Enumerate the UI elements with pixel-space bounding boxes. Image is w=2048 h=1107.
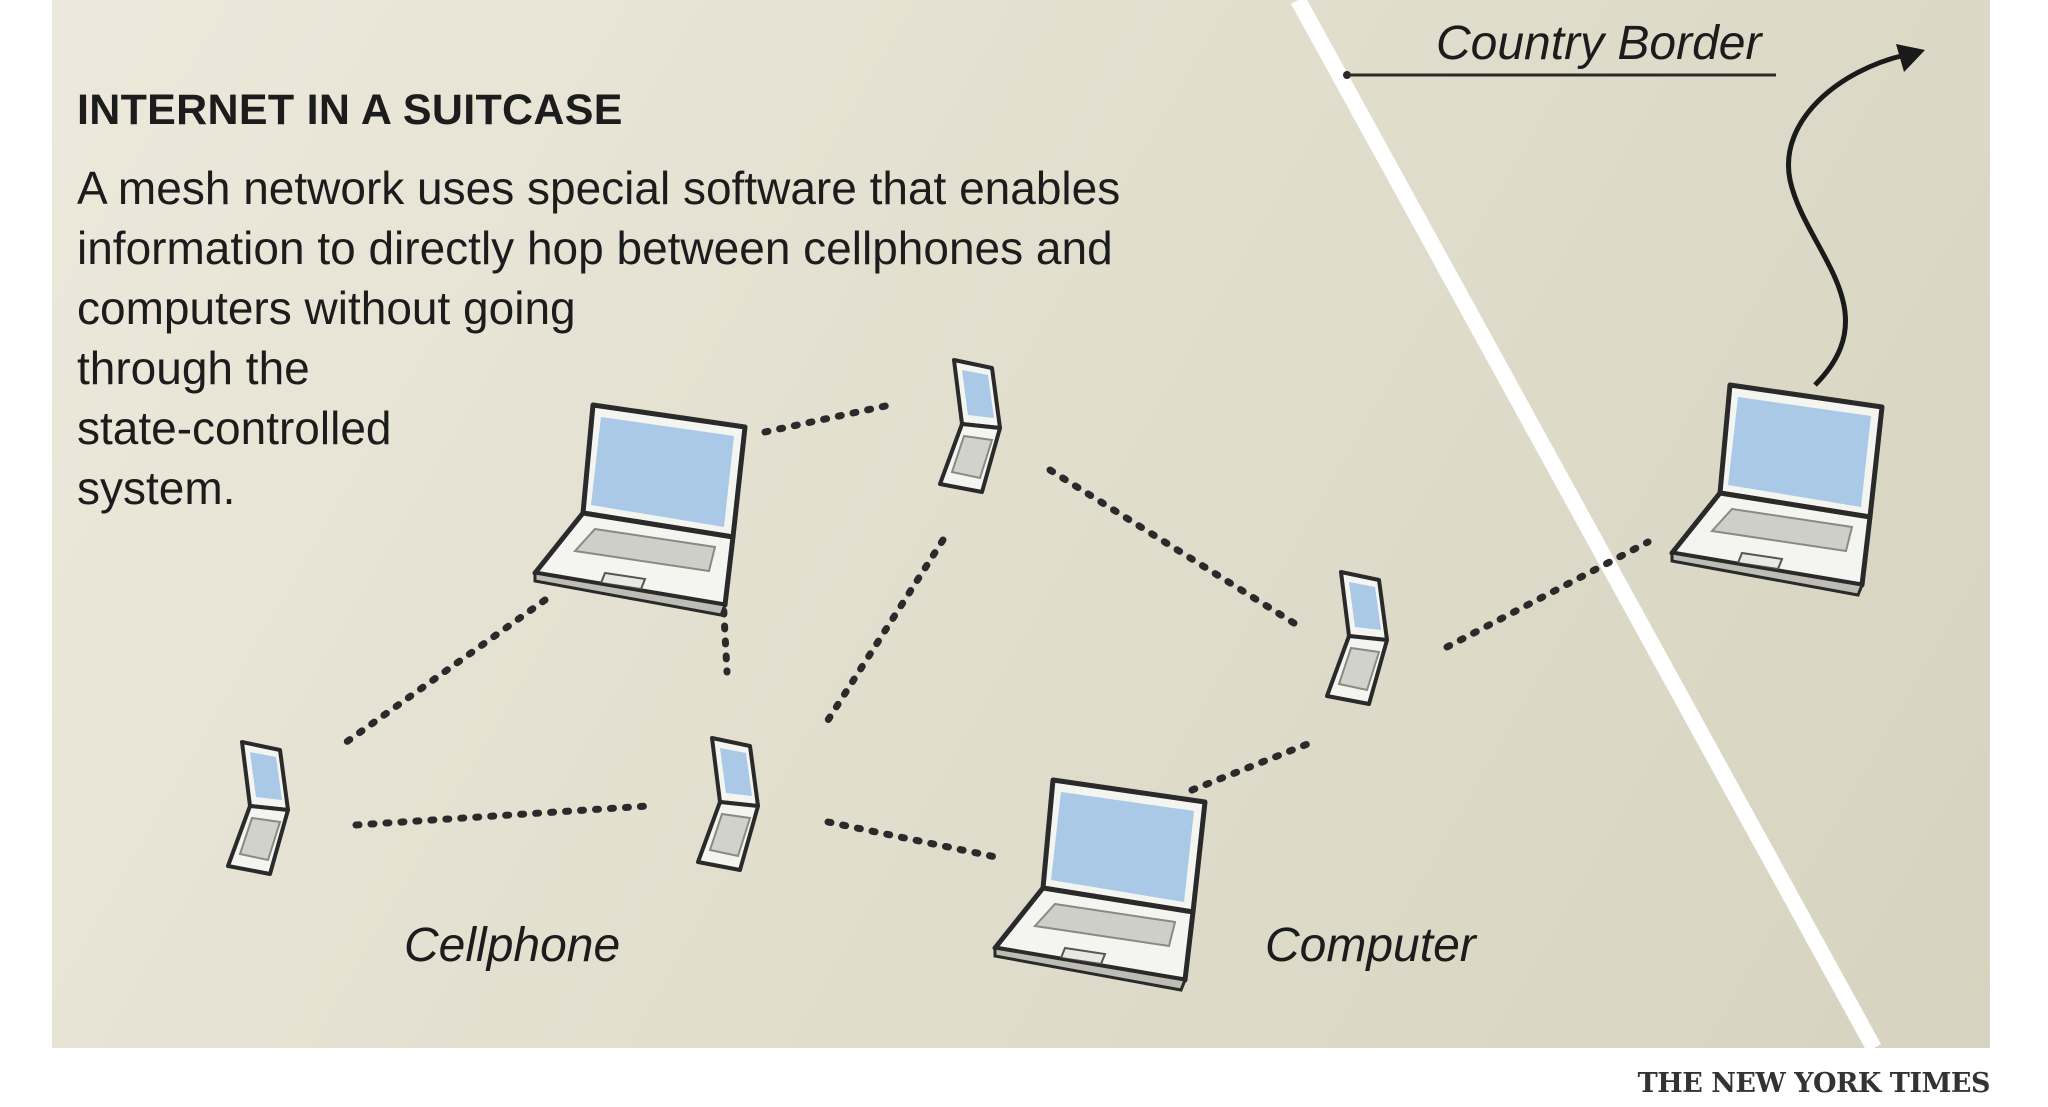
description-line: state-controlled (77, 402, 392, 454)
cellphone-icon (1325, 570, 1389, 706)
link-phone-bm-laptop-bc (824, 818, 1000, 861)
link-phone-top-phone-right (1046, 466, 1301, 629)
description-line: A mesh network uses special software tha… (77, 162, 1121, 214)
description-line: through the (77, 342, 310, 394)
link-laptop-phone-top (761, 401, 894, 436)
computer-label: Computer (1265, 919, 1476, 972)
description-line: computers without going (77, 282, 576, 334)
arrow-head-icon (1896, 44, 1925, 72)
country-border-line (1290, 0, 1882, 1052)
outgoing-arrow-line (1786, 52, 1906, 387)
border-pointer-dot (1343, 71, 1351, 79)
source-credit: THE NEW YORK TIMES (1637, 1068, 1991, 1099)
link-phone-bl-phone-bm (352, 802, 652, 829)
cellphone-label: Cellphone (404, 919, 621, 972)
link-laptop-bc-phone-right (1188, 739, 1314, 794)
diagram-description: A mesh network uses special software tha… (77, 158, 1120, 518)
diagram-title: INTERNET IN A SUITCASE (77, 86, 623, 134)
diagram-background (52, 0, 1990, 1048)
laptop-icon (1672, 385, 1882, 595)
description-line: system. (77, 462, 236, 514)
link-laptop-phone-bl (334, 596, 549, 752)
laptop-icon (995, 780, 1205, 990)
link-phone-top-phone-bm (824, 536, 947, 724)
cellphone-icon (226, 740, 290, 876)
description-line: information to directly hop between cell… (77, 222, 1113, 274)
country-border-label: Country Border (1436, 17, 1762, 70)
cellphone-icon (696, 736, 760, 872)
